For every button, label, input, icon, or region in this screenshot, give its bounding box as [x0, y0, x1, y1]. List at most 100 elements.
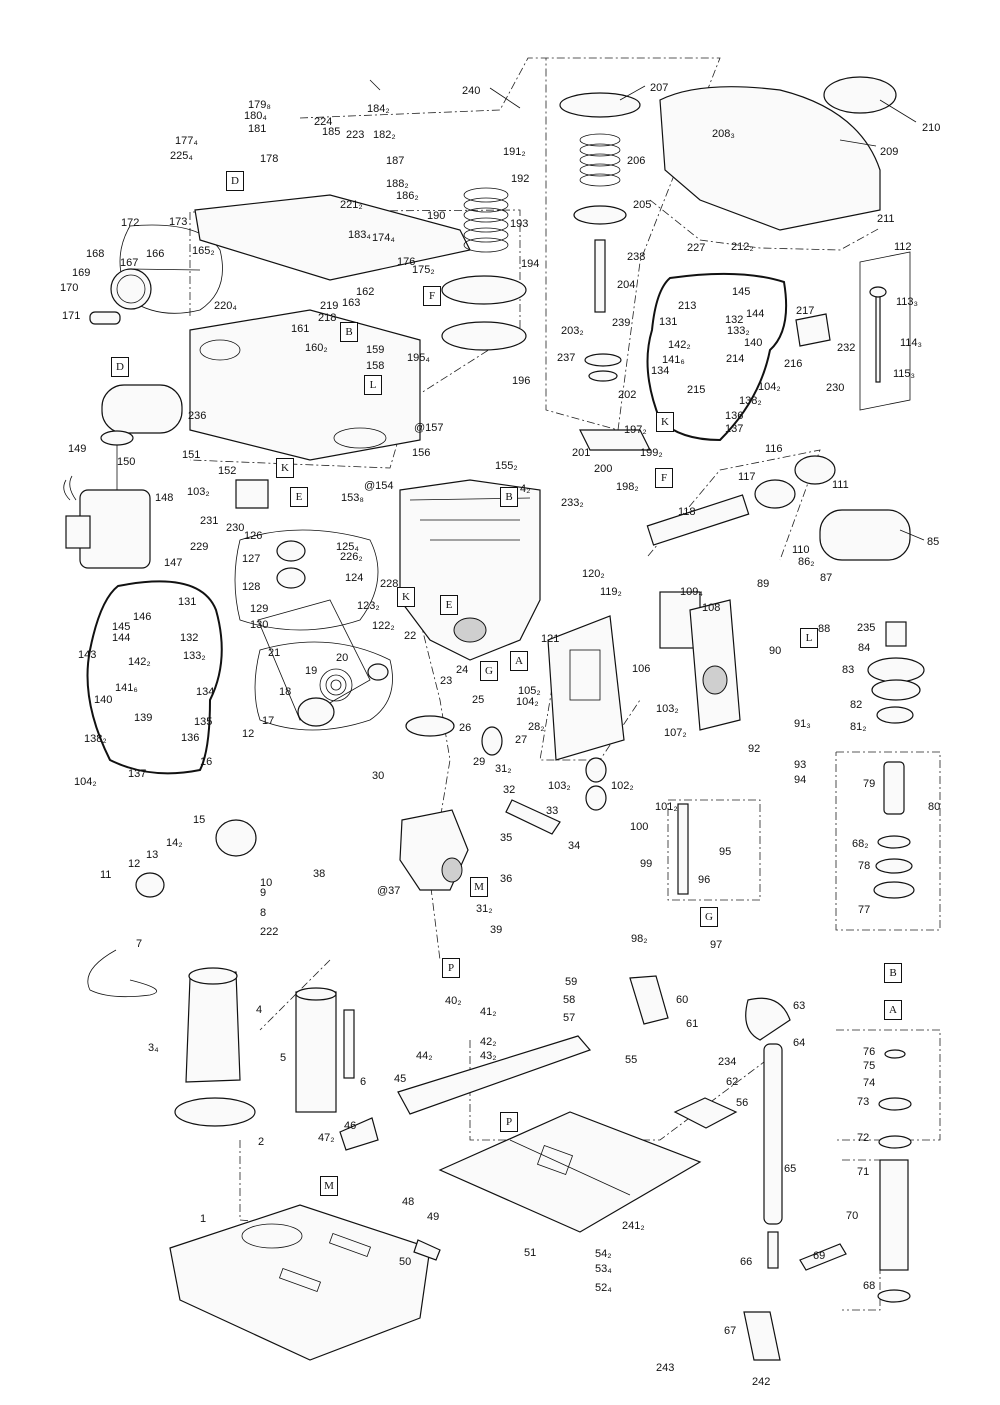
- belt-guard-209: [659, 86, 881, 231]
- gear-102: [585, 757, 607, 783]
- spring-206: [579, 133, 621, 187]
- part-label: 65: [784, 1163, 797, 1175]
- part-label: 222: [260, 926, 279, 938]
- part-label: 121: [541, 633, 560, 645]
- part-label: 35: [500, 832, 513, 844]
- part-label: 132: [725, 314, 744, 326]
- part-label: 225₄: [170, 150, 193, 162]
- gear-128: [276, 567, 306, 589]
- reference-tag: B: [340, 322, 358, 342]
- part-label: 165₂: [192, 245, 215, 257]
- guard-window-210: [823, 76, 897, 114]
- part-label: 140: [94, 694, 113, 706]
- column-leader: [259, 959, 331, 1031]
- reference-tag: M: [470, 877, 488, 897]
- part-label: 117: [738, 471, 756, 483]
- fence-45: [397, 1035, 592, 1115]
- part-label: 53₄: [595, 1263, 612, 1275]
- part-label: 91₃: [794, 718, 811, 730]
- part-label: 181: [248, 123, 267, 135]
- head-casting: [399, 479, 541, 661]
- cover-18: [297, 697, 335, 727]
- part-label: 142₂: [668, 339, 691, 351]
- rack-group-99: [667, 799, 761, 901]
- reference-tag: G: [480, 661, 498, 681]
- part-label: 83: [842, 664, 855, 676]
- bracket-46: [339, 1117, 379, 1151]
- part-label: 24: [456, 664, 469, 676]
- part-label: 172: [121, 217, 140, 229]
- gear-127: [276, 540, 306, 562]
- part-label: 175₂: [412, 264, 435, 276]
- part-label: 48: [402, 1196, 415, 1208]
- part-label: 229: [190, 541, 209, 553]
- part-label: 163: [342, 297, 361, 309]
- part-label: 102₂: [611, 780, 634, 792]
- part-label: 148: [155, 492, 174, 504]
- part-label: 224: [314, 116, 333, 128]
- part-label: 221₂: [340, 199, 363, 211]
- part-label: 136: [181, 732, 200, 744]
- part-label: 70: [846, 1210, 859, 1222]
- part-label: 152: [218, 465, 237, 477]
- part-label: 168: [86, 248, 105, 260]
- ring-20: [367, 663, 389, 681]
- part-label: 235: [857, 622, 876, 634]
- part-label: 107₂: [664, 727, 687, 739]
- part-label: 43₂: [480, 1050, 497, 1062]
- part-label: 54₂: [595, 1248, 612, 1260]
- part-label: 131: [659, 316, 678, 328]
- part-label: 159: [366, 344, 385, 356]
- part-label: 209: [880, 146, 899, 158]
- part-label: 28₂: [528, 721, 545, 733]
- bracket-217: [795, 313, 831, 347]
- clock-spring-19: [319, 668, 353, 702]
- part-label: 195₄: [407, 352, 430, 364]
- part-label: 196: [512, 375, 531, 387]
- part-label: 116: [765, 443, 783, 455]
- disc-207: [559, 92, 641, 118]
- part-label: 177₄: [175, 135, 198, 147]
- part-label: 82: [850, 699, 863, 711]
- part-label: 188₂: [386, 178, 409, 190]
- part-label: 242: [752, 1376, 771, 1388]
- column-5: [295, 991, 337, 1113]
- part-label: 34: [568, 840, 581, 852]
- part-label: 79: [863, 778, 876, 790]
- part-label: 47₂: [318, 1132, 335, 1144]
- motor-shaft-118: [646, 494, 750, 546]
- part-label: 7: [136, 938, 143, 950]
- part-label: 238: [627, 251, 646, 263]
- part-label: 130: [250, 619, 269, 631]
- part-label: 108: [702, 602, 721, 614]
- part-label: 115₃: [893, 368, 916, 380]
- part-label: 94: [794, 774, 807, 786]
- part-label: 72: [857, 1132, 870, 1144]
- part-label: 87: [820, 572, 833, 584]
- part-label: 55: [625, 1054, 638, 1066]
- reference-tag: A: [884, 1000, 902, 1020]
- spindle-pulley-79: [883, 761, 905, 815]
- washer-237: [584, 353, 622, 367]
- part-label: 219: [320, 300, 339, 312]
- part-label: 190: [427, 210, 446, 222]
- part-label: 155₂: [495, 460, 518, 472]
- part-label: 95: [719, 846, 732, 858]
- bearing-117: [754, 479, 796, 509]
- head-hub: [453, 617, 487, 643]
- part-label: 118: [678, 506, 696, 518]
- reference-tag: E: [440, 595, 458, 615]
- part-label: 202: [618, 389, 637, 401]
- part-label: 5: [280, 1052, 287, 1064]
- part-label: 10: [260, 877, 273, 889]
- part-label: 161: [291, 323, 310, 335]
- part-label: 166: [146, 248, 165, 260]
- part-label: 97: [710, 939, 723, 951]
- part-label: 62: [726, 1076, 739, 1088]
- motor-belt-boundary: [647, 449, 821, 561]
- crank-handle: [89, 311, 121, 325]
- part-label: 103₂: [548, 780, 571, 792]
- part-label: 11: [100, 869, 112, 881]
- part-label: 103₂: [656, 703, 679, 715]
